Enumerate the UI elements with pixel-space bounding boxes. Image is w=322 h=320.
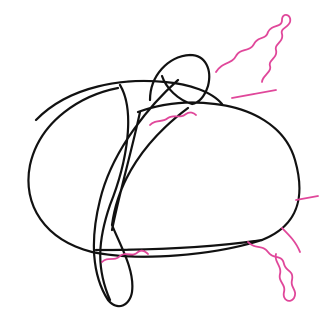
pink-line-right (232, 90, 276, 98)
inner-line (112, 112, 140, 230)
pink-squiggle-bottom-right (248, 242, 295, 301)
pink-accent-group (102, 15, 318, 301)
main-body-outline (28, 88, 299, 257)
top-lobe (150, 55, 209, 104)
pink-squiggle-top (216, 15, 290, 82)
tail-shape (94, 80, 188, 306)
pink-stroke-right-edge (282, 228, 300, 252)
diagonal-stroke (100, 85, 128, 300)
